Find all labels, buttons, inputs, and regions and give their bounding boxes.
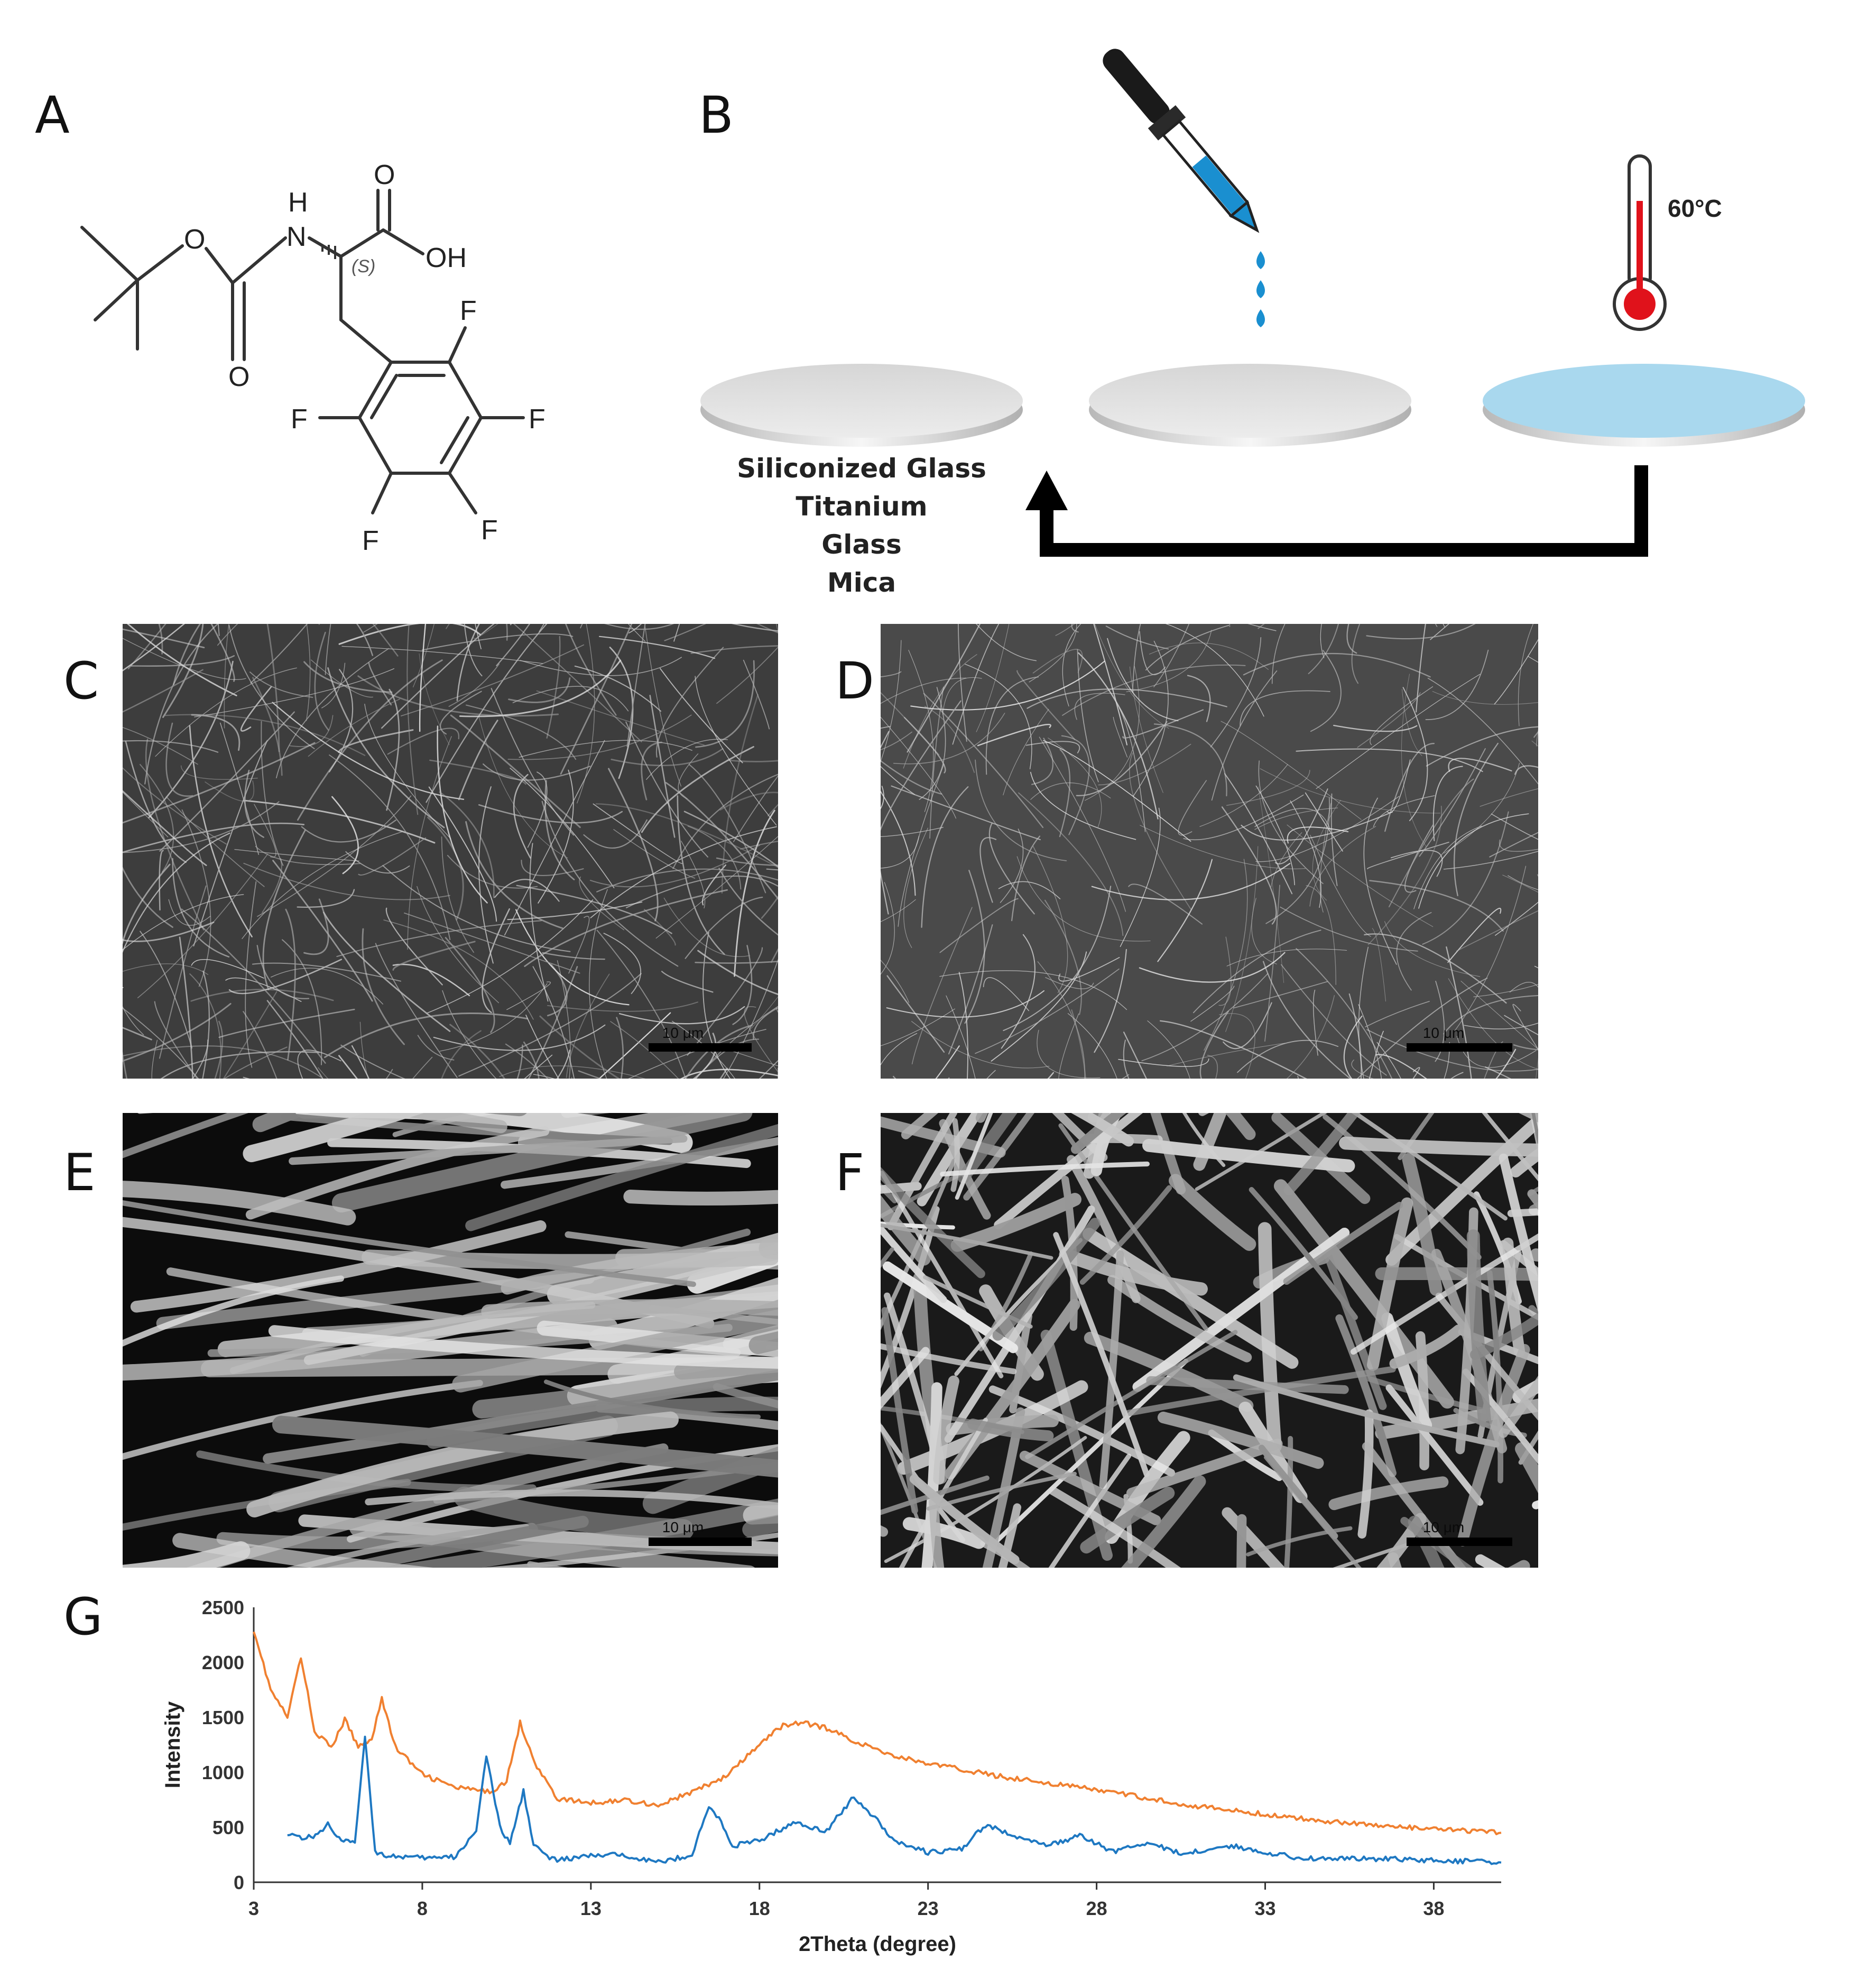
scale-bar-f: [1407, 1538, 1512, 1546]
x-tick-label: 18: [749, 1898, 770, 1919]
scale-label-d: 10 μm: [1422, 1025, 1465, 1041]
cycle-arrow: [1025, 465, 1648, 557]
panel-d-letter: D: [835, 651, 874, 711]
y-tick-label: 500: [212, 1817, 244, 1838]
carbamate-o-label: O: [228, 362, 249, 392]
sem-image-d: 10 μm: [881, 624, 1538, 1079]
fluorine-label-3: F: [481, 515, 498, 546]
thermometer-icon: [1613, 154, 1667, 331]
x-tick-label: 13: [580, 1898, 602, 1919]
substrate-disc-1: [700, 364, 1023, 447]
fluorine-label-4: F: [362, 526, 379, 556]
fluorine-label-1: F: [460, 296, 477, 326]
hydroxyl-label: OH: [426, 243, 467, 273]
x-tick-label: 8: [417, 1898, 428, 1919]
y-tick-label: 0: [234, 1872, 244, 1893]
y-tick-label: 2500: [202, 1597, 244, 1618]
panel-g-letter: G: [63, 1587, 103, 1646]
scale-label-e: 10 μm: [662, 1519, 704, 1535]
x-tick-label: 33: [1254, 1898, 1275, 1919]
x-axis-label: 2Theta (degree): [799, 1932, 956, 1956]
y-tick-label: 2000: [202, 1652, 244, 1673]
x-tick-label: 28: [1086, 1898, 1107, 1919]
fluorine-label-2: F: [529, 404, 546, 435]
substrate-list: Siliconized Glass Titanium Glass Mica: [729, 449, 994, 602]
substrate-disc-2: [1089, 364, 1411, 447]
scale-bar-e: [649, 1538, 752, 1546]
coated-substrate-disc: [1483, 364, 1805, 447]
sem-image-f: 10 μm: [881, 1113, 1538, 1568]
substrate-glass: Glass: [821, 529, 902, 560]
nh-n-label: N: [286, 222, 307, 252]
y-tick-label: 1500: [202, 1707, 244, 1728]
substrate-mica: Mica: [827, 567, 896, 598]
panel-c-letter: C: [63, 651, 99, 711]
carbonyl-o-label: O: [374, 160, 395, 190]
nh-h-label: H: [288, 187, 308, 218]
droplets-icon: [1256, 251, 1265, 327]
coating-process-schematic: 60°C: [700, 49, 1805, 557]
substrate-siliconized-glass: Siliconized Glass: [737, 453, 986, 484]
x-tick-label: 38: [1423, 1898, 1444, 1919]
scale-label-c: 10 μm: [662, 1025, 704, 1041]
x-tick-label: 23: [918, 1898, 939, 1919]
panel-b-letter: B: [699, 86, 734, 145]
panel-f-letter: F: [835, 1143, 865, 1202]
x-tick-label: 3: [248, 1898, 259, 1919]
sem-image-e: 10 μm: [123, 1113, 778, 1568]
y-axis-label: Intensity: [161, 1701, 184, 1788]
panel-e-letter: E: [63, 1143, 96, 1202]
sem-image-c: 10 μm: [123, 624, 778, 1079]
xrd-series-line-2: [287, 1735, 1502, 1865]
scale-label-f: 10 μm: [1422, 1519, 1465, 1535]
scale-bar-c: [649, 1043, 752, 1052]
ether-o-label: O: [184, 224, 205, 255]
fluorine-label-5: F: [291, 404, 308, 435]
pipette-icon: [1103, 49, 1260, 233]
boc-pentafluorophenylalanine-structure: O O O H N OH F F F F F (S): [80, 160, 546, 556]
substrate-titanium: Titanium: [796, 491, 928, 522]
xrd-series-line-1: [253, 1631, 1502, 1836]
panel-a-letter: A: [35, 86, 70, 145]
temperature-label: 60°C: [1668, 195, 1722, 222]
stereo-label: (S): [352, 256, 375, 277]
y-tick-label: 1000: [202, 1762, 244, 1783]
scale-bar-d: [1407, 1043, 1512, 1052]
